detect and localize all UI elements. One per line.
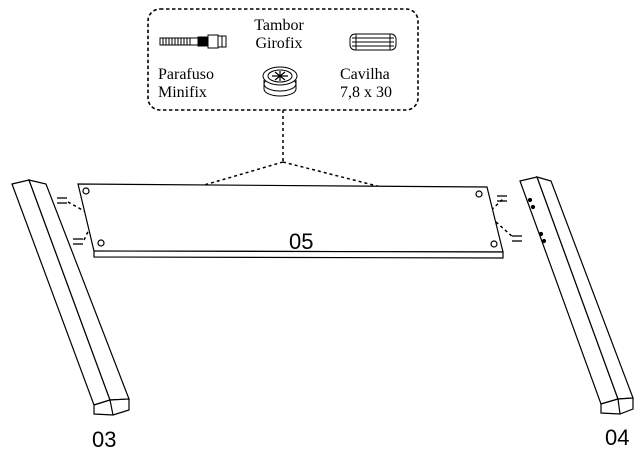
cam-lock-icon: [262, 66, 298, 97]
left-leg-edge: [109, 399, 114, 416]
right-leg-side: [519, 176, 619, 405]
cam-label-line1: Tambor: [254, 17, 304, 34]
panel-screws: [57, 195, 522, 245]
screw-label-line2: Minifix: [158, 84, 207, 101]
top-panel-edge: [93, 250, 504, 259]
dowel-icon: [349, 33, 397, 51]
top-panel-label: 05: [289, 229, 313, 254]
right-leg-front: [536, 176, 634, 400]
dowel-label-line2: 7,8 x 30: [340, 84, 392, 101]
right-leg: [519, 176, 634, 415]
panel-hole: [490, 240, 498, 248]
leg-hole: [538, 231, 544, 237]
leg-hole: [530, 204, 536, 210]
leg-hole: [541, 238, 547, 244]
dowel-label-line1: Cavilha: [340, 66, 390, 83]
hardware-legend: Tambor Girofix Parafuso Minifix Cavilha: [147, 8, 419, 111]
left-leg: [11, 179, 130, 416]
panel-hole: [82, 187, 90, 195]
left-leg-label: 03: [92, 427, 116, 452]
panel-hole: [97, 239, 105, 247]
cam-label-line2: Girofix: [255, 35, 302, 52]
right-leg-label: 04: [605, 425, 629, 450]
leg-hole: [527, 197, 533, 203]
minifix-screw-icon: [159, 34, 227, 49]
top-panel: [77, 183, 504, 259]
screw-label-line1: Parafuso: [158, 66, 214, 83]
right-leg-edge: [617, 398, 621, 415]
panel-hole: [475, 190, 483, 198]
